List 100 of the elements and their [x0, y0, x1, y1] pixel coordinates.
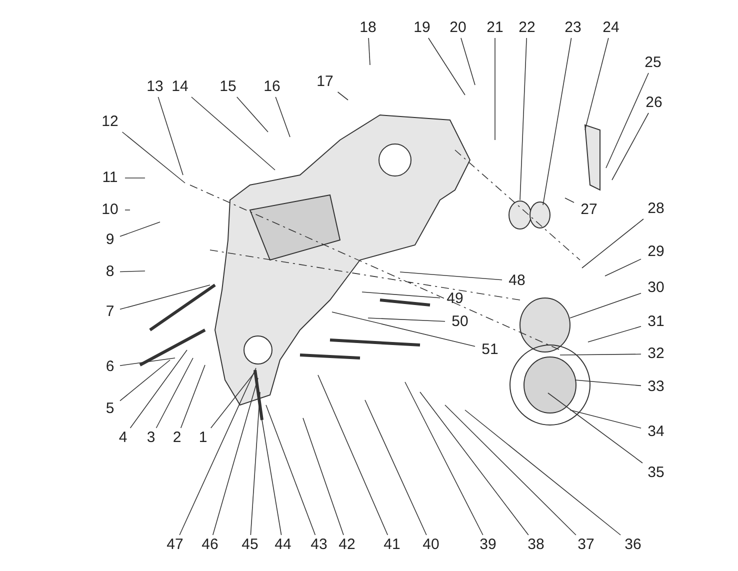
leader-line	[570, 410, 642, 429]
callout-number: 35	[643, 464, 669, 482]
callout-number: 28	[643, 200, 669, 218]
callout-number: 11	[97, 169, 123, 187]
leader-line	[275, 96, 290, 138]
callout-number: 37	[573, 536, 599, 554]
callout-number: 23	[560, 19, 586, 37]
callout-number: 10	[97, 201, 123, 219]
callout-number: 19	[409, 19, 435, 37]
leader-line	[210, 372, 256, 428]
leader-line	[120, 222, 160, 237]
leader-line	[332, 312, 476, 347]
leader-line	[404, 382, 484, 536]
callout-number: 42	[334, 536, 360, 554]
leader-line	[548, 392, 643, 464]
leader-line	[212, 378, 258, 536]
callout-number: 25	[640, 54, 666, 72]
leader-line	[368, 318, 446, 322]
leader-line	[262, 420, 282, 536]
leader-line	[520, 38, 527, 200]
callout-number: 26	[641, 94, 667, 112]
callout-number: 3	[143, 429, 159, 447]
leader-line	[120, 270, 146, 272]
leader-line	[250, 392, 260, 536]
callout-number: 13	[142, 78, 168, 96]
leader-line	[560, 354, 642, 356]
callout-number: 7	[102, 303, 118, 321]
leader-line	[582, 218, 644, 268]
callout-number: 27	[576, 201, 602, 219]
leader-line	[564, 198, 574, 203]
leader-line	[460, 38, 476, 86]
leader-line	[302, 418, 344, 536]
leader-line	[464, 410, 621, 536]
leader-line	[428, 38, 466, 96]
leader-line	[494, 38, 496, 140]
leader-line	[542, 38, 572, 206]
callout-number: 9	[102, 231, 118, 249]
callout-number: 48	[504, 272, 530, 290]
callout-number: 46	[197, 536, 223, 554]
leader-line	[420, 392, 529, 536]
callout-number: 16	[259, 78, 285, 96]
callout-number: 33	[643, 378, 669, 396]
leader-line	[612, 112, 649, 180]
leader-line	[122, 132, 186, 184]
callout-number: 31	[643, 313, 669, 331]
callout-number: 4	[115, 429, 131, 447]
callout-number: 21	[482, 19, 508, 37]
callout-number: 2	[169, 429, 185, 447]
callout-number: 17	[312, 73, 338, 91]
callout-number: 18	[355, 19, 381, 37]
callout-number: 51	[477, 341, 503, 359]
callout-number: 5	[102, 400, 118, 418]
callout-number: 40	[418, 536, 444, 554]
leader-line	[120, 358, 176, 366]
callout-number: 39	[475, 536, 501, 554]
leader-line	[400, 272, 502, 280]
leader-line	[570, 292, 642, 318]
leader-line	[130, 350, 188, 428]
callout-number: 32	[643, 345, 669, 363]
leader-line	[191, 96, 276, 170]
callout-number: 14	[167, 78, 193, 96]
leader-line	[120, 284, 210, 310]
leader-line	[156, 358, 194, 428]
leader-line	[606, 72, 649, 168]
callout-number: 41	[379, 536, 405, 554]
callout-number: 1	[195, 429, 211, 447]
leader-line	[362, 292, 440, 298]
callout-number: 6	[102, 358, 118, 376]
callout-number: 44	[270, 536, 296, 554]
callout-number: 38	[523, 536, 549, 554]
leader-line	[266, 404, 316, 536]
leader-line	[120, 360, 170, 402]
callout-number: 29	[643, 243, 669, 261]
callout-number: 36	[620, 536, 646, 554]
leader-line	[368, 38, 370, 66]
callout-number: 12	[97, 113, 123, 131]
leader-line	[588, 326, 642, 342]
callout-number: 34	[643, 423, 669, 441]
leader-line	[574, 380, 642, 386]
leader-line	[364, 400, 427, 536]
leader-line	[180, 364, 206, 428]
leader-line	[179, 368, 256, 536]
callout-number: 47	[162, 536, 188, 554]
callout-number: 24	[598, 19, 624, 37]
leader-line	[584, 38, 609, 130]
leader-line	[444, 404, 576, 536]
callout-number: 15	[215, 78, 241, 96]
leader-line	[318, 374, 388, 536]
callout-number: 45	[237, 536, 263, 554]
callout-number: 43	[306, 536, 332, 554]
leader-line	[236, 96, 268, 132]
leader-line	[337, 92, 348, 100]
callout-number: 8	[102, 263, 118, 281]
leader-line	[604, 258, 642, 276]
leader-line	[158, 96, 184, 176]
callout-number: 22	[514, 19, 540, 37]
callout-number: 30	[643, 279, 669, 297]
callout-number: 20	[445, 19, 471, 37]
callout-number: 49	[442, 290, 468, 308]
callout-number: 50	[447, 313, 473, 331]
